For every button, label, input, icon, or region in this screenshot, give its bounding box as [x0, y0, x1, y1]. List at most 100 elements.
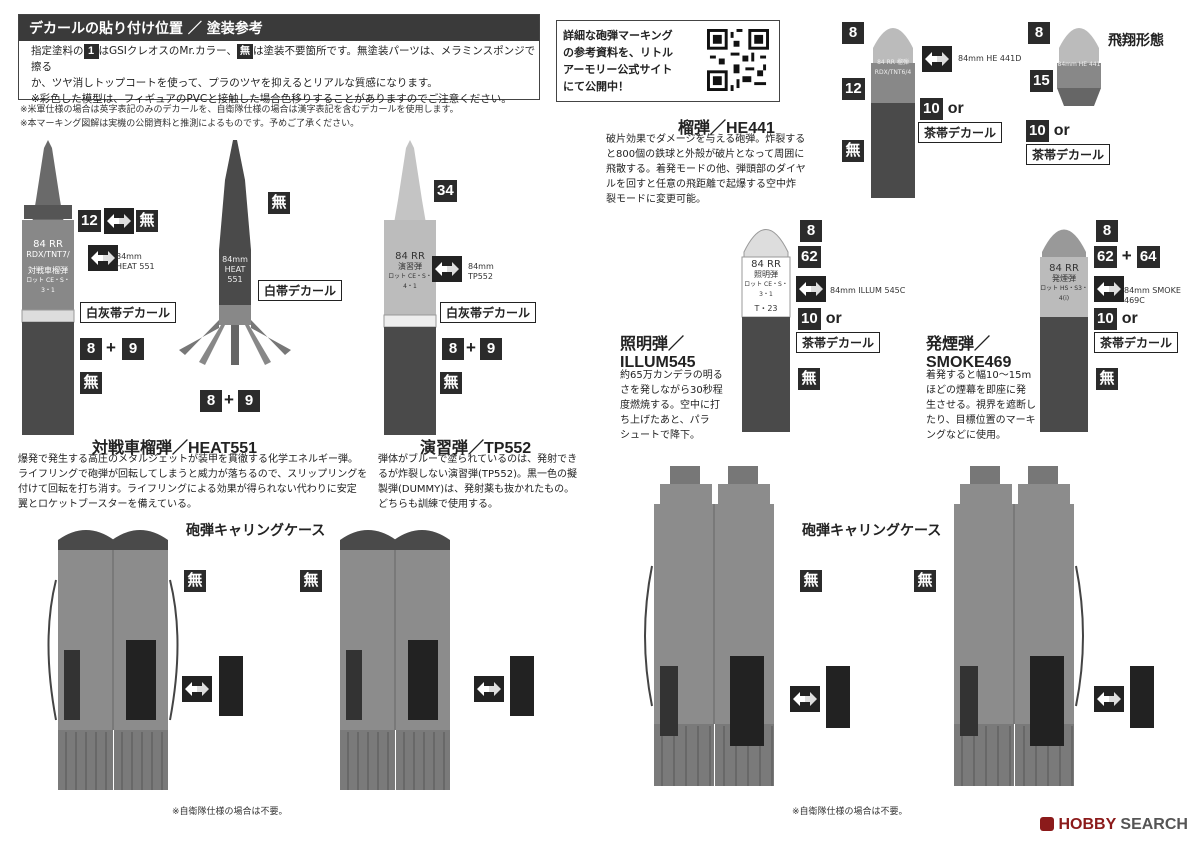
- illum545-shell-text: 84 RR 照明弾 ロット CE・S・3・1 T・23: [744, 259, 788, 314]
- badge-8-rocket: 8: [200, 390, 222, 412]
- smoke469-shell-text: 84 RR 発煙弾 ロット HS・S3・4(i): [1040, 263, 1088, 303]
- badge-mu-case1: 無: [184, 570, 206, 592]
- badge-9-tp: 9: [480, 338, 502, 360]
- double-arrow-icon: [182, 676, 212, 702]
- badge-8-he: 8: [842, 22, 864, 44]
- badge-mu-illum: 無: [798, 368, 820, 390]
- he441-heading: 榴弾／HE441: [678, 120, 775, 137]
- he441-flight-shell: [1057, 28, 1101, 106]
- smoke-10-or: 10 or: [1094, 308, 1138, 330]
- carrying-case-left-2: [340, 530, 450, 790]
- smoke469-heading: 発煙弾／ SMOKE469: [926, 336, 1012, 371]
- badge-mu-case4: 無: [914, 570, 936, 592]
- tp552-caption: 84mm TP552: [468, 262, 494, 281]
- badge-mu-smoke: 無: [1096, 368, 1118, 390]
- heat551-shell-text: 84 RR RDX/TNT7/ 対戦車榴弾 ロット CE・S・3・1: [26, 239, 70, 295]
- carrying-case-right-2: [954, 466, 1084, 786]
- double-arrow-icon: [88, 245, 118, 271]
- badge-8-tp: 8: [442, 338, 464, 360]
- badge-8-illum: 8: [800, 220, 822, 242]
- badge-9-rocket: 9: [238, 390, 260, 412]
- double-arrow-icon: [474, 676, 504, 702]
- badge-9-heat: 9: [122, 338, 144, 360]
- badge-12-he: 12: [842, 78, 865, 100]
- smoke469-shell: [1040, 229, 1088, 432]
- case-tag-2: [510, 656, 534, 716]
- he441-shell-text: 84 RR 榴弾 RDX/TNT6/4: [874, 59, 912, 76]
- badge-mu-heat-top: 無: [136, 210, 158, 232]
- badge-8-heat: 8: [80, 338, 102, 360]
- badge-8-smoke: 8: [1096, 220, 1118, 242]
- badge-mu-rocket: 無: [268, 192, 290, 214]
- carrying-case-right-1: [644, 466, 774, 786]
- tp552-shell-text: 84 RR 演習弾 ロット CE・S・4・1: [388, 251, 432, 291]
- note-2: ※本マーキング図解は実機の公開資料と推測によるものです。予めご了承ください。: [20, 119, 360, 129]
- tp552-heading: 演習弾／TP552: [420, 440, 532, 457]
- heat551-caption: 84mm HEAT 551: [116, 252, 155, 271]
- he441-10-or: 10 or: [920, 98, 964, 120]
- jsdf-note-right: ※自衛隊仕様の場合は不要。: [792, 807, 908, 817]
- illum545-shell: [741, 229, 791, 432]
- plus-sign: +: [224, 390, 234, 409]
- flight-form-heading: 飛翔形態: [1108, 32, 1164, 48]
- note-1: ※米軍仕様の場合は英字表記のみのデカールを、自衛隊仕様の場合は漢字表記を含むデカ…: [20, 105, 459, 115]
- heat551-rocket: [179, 140, 291, 365]
- he441-shell: [871, 28, 915, 198]
- badge-mu: 無: [237, 44, 254, 59]
- tp-white-gray-band-label: 白灰帯デカール: [440, 302, 537, 323]
- carrying-case-heading-left: 砲弾キャリングケース: [186, 522, 326, 538]
- he-brown-band-label: 茶帯デカール: [918, 122, 1003, 143]
- hobby-search-watermark: HOBBY SEARCH: [1040, 816, 1188, 834]
- badge-8-flight: 8: [1028, 22, 1050, 44]
- qr-info-box: 詳細な砲弾マーキング の参考資料を、リトル アーモリー公式サイト にて公開中！: [556, 20, 780, 102]
- illum545-heading: 照明弾／ ILLUM545: [620, 336, 696, 371]
- smoke469-description: 着発すると幅10～15m ほどの煙幕を即座に発 生させる。視界を遮断し たり、目…: [926, 370, 1036, 441]
- heat-white-gray-band-label: 白灰帯デカール: [80, 302, 177, 323]
- case-tag-3: [826, 666, 850, 728]
- double-arrow-icon: [1094, 686, 1124, 712]
- carrying-case-left-1: [47, 530, 179, 790]
- double-arrow-icon: [432, 256, 462, 282]
- badge-15: 15: [1030, 70, 1053, 92]
- badge-mu-he: 無: [842, 140, 864, 162]
- smoke-62-64: 62 + 64: [1094, 246, 1160, 268]
- badge-12-heat: 12: [78, 210, 101, 232]
- badge-mu-heat-bottom: 無: [80, 372, 102, 394]
- heat551-description: 爆発で発生する高圧のメタルジェットが装甲を貫徹する化学エネルギー弾。 ライフリン…: [18, 454, 368, 510]
- jsdf-note-left: ※自衛隊仕様の場合は不要。: [172, 807, 288, 817]
- smoke-brown-band-label: 茶帯デカール: [1094, 332, 1179, 353]
- illum-brown-band-label: 茶帯デカール: [796, 332, 881, 353]
- he441-caption: 84mm HE 441D: [958, 54, 1022, 63]
- hobby-search-logo-icon: [1040, 817, 1054, 831]
- case-tag-1: [219, 656, 243, 716]
- smoke469-caption: 84mm SMOKE 469C: [1124, 286, 1181, 305]
- flight-brown-band-label: 茶帯デカール: [1026, 144, 1111, 165]
- illum545-description: 約65万カンデラの明る さを発しながら30秒程 度燃焼する。空中に打 ち上げたあ…: [620, 370, 723, 441]
- carrying-case-heading-right: 砲弾キャリングケース: [802, 522, 942, 538]
- double-arrow-icon: [790, 686, 820, 712]
- flight-shell-text: 84mm HE 441: [1057, 61, 1101, 68]
- tp552-description: 弾体がブルーで塗られているのは、発射でき るが炸裂しない演習弾(TP552)。黒…: [378, 454, 578, 510]
- double-arrow-icon: [104, 208, 134, 234]
- white-band-label: 白帯デカール: [258, 280, 343, 301]
- badge-mu-case3: 無: [800, 570, 822, 592]
- illum545-caption: 84mm ILLUM 545C: [830, 286, 906, 295]
- double-arrow-icon: [796, 276, 826, 302]
- he441-description: 破片効果でダメージを与える砲弾。炸裂する と800個の鉄球と外殻が破片となって周…: [606, 134, 806, 205]
- tp552-shell: [383, 140, 437, 435]
- qr-code-icon[interactable]: [707, 29, 769, 91]
- badge-34: 34: [434, 180, 457, 202]
- illum-10-or: 10 or: [798, 308, 842, 330]
- badge-1: 1: [83, 44, 99, 59]
- badge-62-illum: 62: [798, 246, 821, 268]
- plus-sign: +: [106, 338, 116, 357]
- flight-10-or: 10 or: [1026, 120, 1070, 142]
- page-title: デカールの貼り付け位置 ／ 塗装参考: [19, 15, 539, 41]
- case-tag-4: [1130, 666, 1154, 728]
- plus-sign: +: [466, 338, 476, 357]
- badge-mu-case2: 無: [300, 570, 322, 592]
- heat551-rocket-text: 84mm HEAT 551: [222, 255, 248, 284]
- double-arrow-icon: [1094, 276, 1124, 302]
